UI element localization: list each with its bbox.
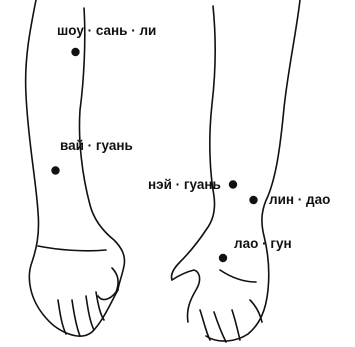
- right-hand-fingers: [200, 300, 262, 342]
- lin-dao-point: [249, 196, 257, 204]
- wai-guan-point: [51, 166, 59, 174]
- lao-gun-label: лао · гун: [234, 237, 292, 251]
- left-wrist-line: [38, 246, 106, 251]
- lin-dao-label: лин · дао: [269, 193, 330, 207]
- shou-san-li-label: шоу · сань · ли: [57, 24, 156, 38]
- nei-guan-label: нэй · гуань: [148, 178, 221, 192]
- lao-gun-point: [219, 254, 227, 262]
- right-arm-outer-contour: [206, 0, 300, 341]
- right-arm-inner-contour: [171, 6, 215, 280]
- nei-guan-point: [229, 180, 237, 188]
- right-palm-crease: [220, 270, 256, 282]
- right-thumb: [172, 270, 200, 322]
- left-hand-fingers: [58, 292, 104, 336]
- wai-guan-label: вай · гуань: [60, 139, 133, 153]
- shou-san-li-point: [71, 48, 79, 56]
